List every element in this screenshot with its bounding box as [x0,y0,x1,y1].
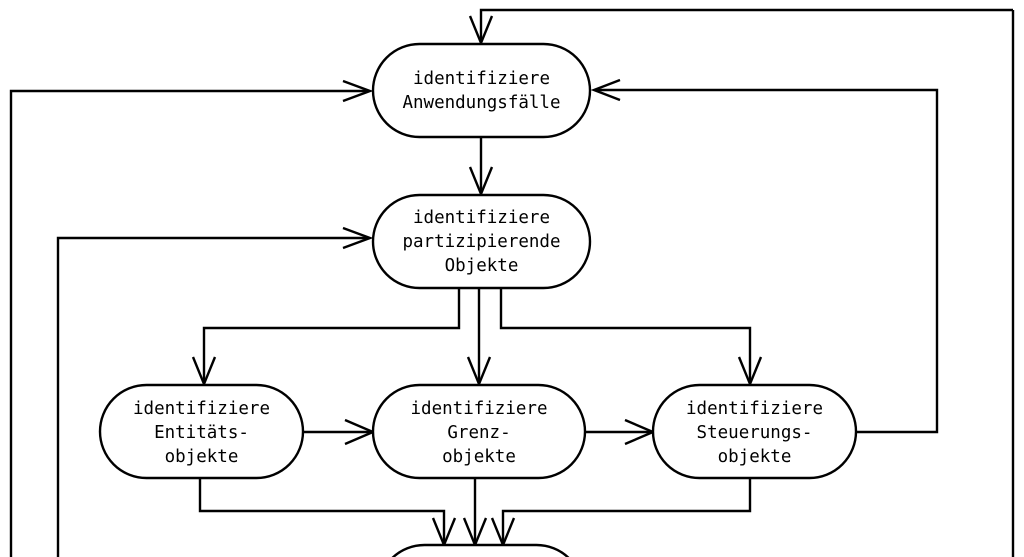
node-steuerungsobjekte-line3: objekte [718,447,792,467]
node-grenzobjekte-shape[interactable] [371,383,587,480]
node-entitaetsobjekte-shape[interactable] [98,383,305,480]
node-bottom-partial[interactable] [378,543,583,557]
node-bottom-partial-shape[interactable] [378,543,583,557]
arrowhead-left-outer-return [342,79,374,103]
node-anwendungsfaelle-line1: identifiziere [413,69,550,89]
node-partizipierende-objekte[interactable]: identifiziere partizipierende Objekte [371,193,592,290]
node-anwendungsfaelle[interactable]: identifiziere Anwendungsfälle [371,42,592,139]
node-entitaetsobjekte-line2: Entitäts- [154,423,249,443]
edge-right-return-into-node1 [597,88,939,434]
edge-left-inner-return-into-node2 [56,236,368,557]
edge-left-outer-return-into-node1 [9,89,368,557]
node-steuerungsobjekte[interactable]: identifiziere Steuerungs- objekte [651,383,858,480]
edge-node2-to-steuerungs [499,288,752,383]
node-steuerungsobjekte-line2: Steuerungs- [697,423,813,443]
edge-node2-to-entitaets [202,288,461,383]
node-grenzobjekte[interactable]: identifiziere Grenz- objekte [371,383,587,480]
node-steuerungsobjekte-shape[interactable] [651,383,858,480]
node-entitaetsobjekte-line1: identifiziere [133,399,270,419]
edge-steuerungs-to-bottom [501,478,752,544]
node-partizipierende-objekte-line2: partizipierende [402,232,560,252]
edge-entitaets-to-bottom [198,478,446,544]
node-partizipierende-objekte-line1: identifiziere [413,208,550,228]
arrowhead-right-return [590,78,621,102]
node-anwendungsfaelle-shape[interactable] [371,42,592,139]
node-partizipierende-objekte-shape[interactable] [371,193,592,290]
node-grenzobjekte-line3: objekte [442,447,516,467]
node-anwendungsfaelle-line2: Anwendungsfälle [402,93,560,113]
node-steuerungsobjekte-line1: identifiziere [686,399,823,419]
node-grenzobjekte-line2: Grenz- [447,423,510,443]
node-entitaetsobjekte[interactable]: identifiziere Entitäts- objekte [98,383,305,480]
node-grenzobjekte-line1: identifiziere [411,399,548,419]
node-layer: identifiziere Anwendungsfälle identifizi… [98,42,858,557]
edge-top-return-into-node1 [479,8,1013,42]
node-partizipierende-objekte-line3: Objekte [445,256,519,276]
arrowhead-left-inner-return [342,226,374,250]
node-entitaetsobjekte-line3: objekte [165,447,239,467]
